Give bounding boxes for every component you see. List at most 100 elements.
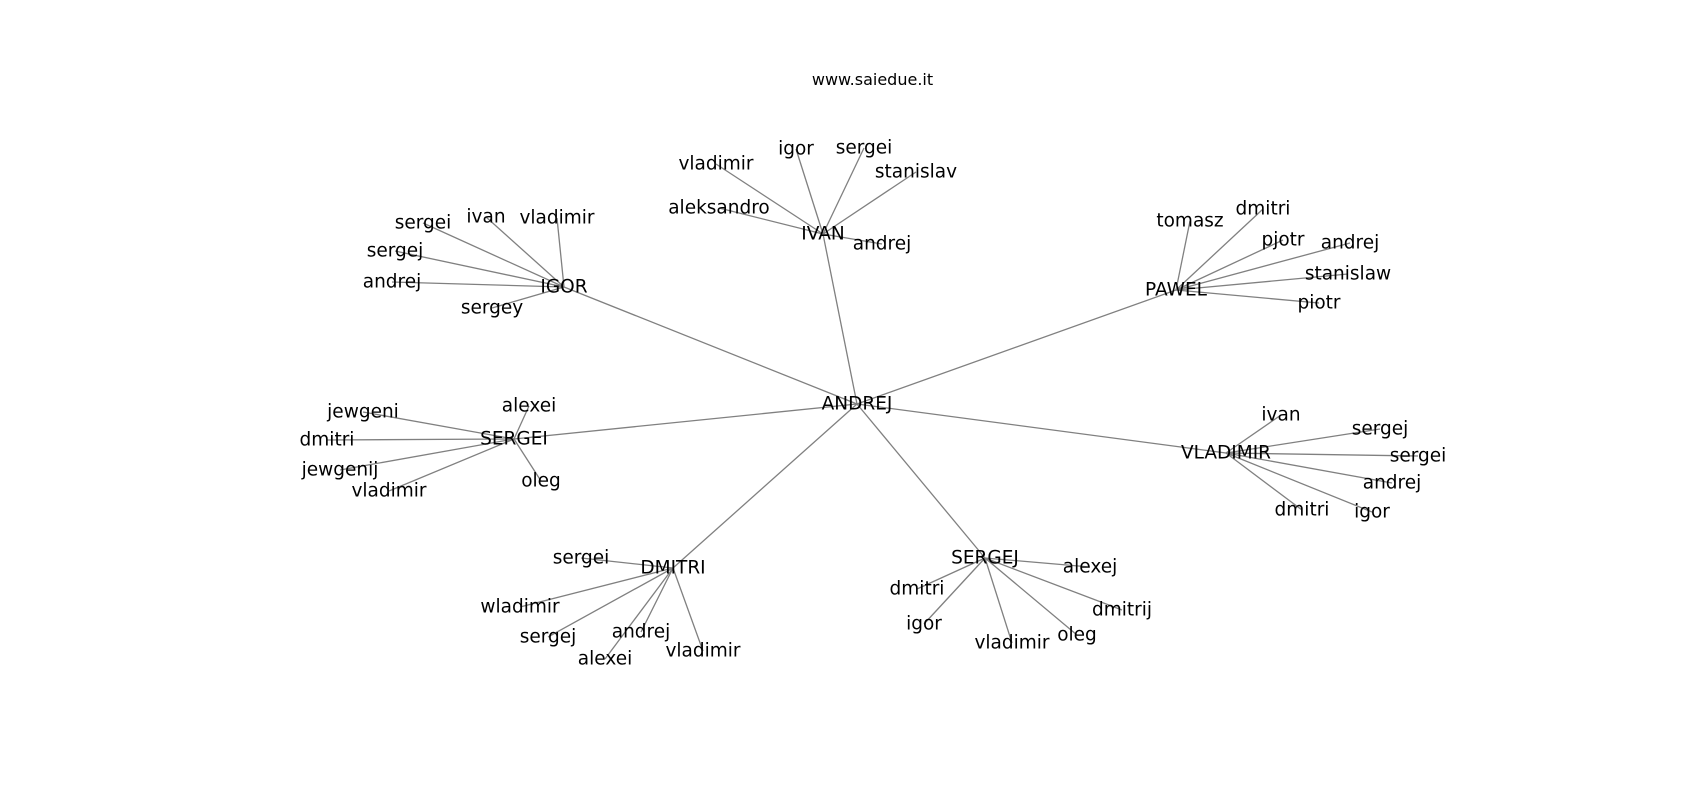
leaf-node-label: alexei bbox=[502, 396, 556, 417]
leaf-node-label: ivan bbox=[466, 207, 505, 228]
edge-hub-leaf bbox=[916, 557, 986, 590]
edge-hub-leaf bbox=[718, 207, 824, 235]
edge-hub-leaf bbox=[672, 567, 704, 652]
leaf-node-label: sergei bbox=[1390, 446, 1447, 467]
edge-root-hub bbox=[856, 403, 1227, 454]
edge-hub-leaf bbox=[923, 557, 986, 625]
edge-hub-leaf bbox=[547, 567, 674, 638]
leaf-node-label: dmitri bbox=[300, 430, 355, 451]
graph-labels: ANDREJ IVAN vladimir igor sergei stanislav ale… bbox=[300, 138, 1447, 670]
page-title[interactable]: www.saiedue.it bbox=[811, 70, 934, 89]
leaf-node-label: stanislaw bbox=[1305, 264, 1391, 285]
edge-hub-leaf bbox=[339, 438, 515, 471]
edge-hub-leaf bbox=[513, 438, 542, 482]
leaf-node-label: andrej bbox=[1321, 233, 1380, 254]
leaf-node-label: ivan bbox=[1261, 405, 1300, 426]
hub-node-label: VLADIMIR bbox=[1181, 443, 1271, 464]
leaf-node-label: pjotr bbox=[1261, 230, 1304, 251]
leaf-node-label: dmitri bbox=[1236, 199, 1291, 220]
edge-hub-leaf bbox=[519, 567, 674, 608]
edge-hub-leaf bbox=[984, 557, 1078, 636]
edge-hub-leaf bbox=[1225, 452, 1303, 511]
edge-hub-leaf bbox=[1175, 208, 1264, 291]
edge-hub-leaf bbox=[984, 557, 1091, 568]
leaf-node-label: dmitri bbox=[1275, 500, 1330, 521]
leaf-node-label: sergey bbox=[461, 298, 523, 319]
leaf-node-label: vladimir bbox=[974, 633, 1049, 654]
edge-hub-leaf bbox=[1225, 452, 1393, 484]
leaf-node-label: dmitri bbox=[890, 579, 945, 600]
edge-hub-leaf bbox=[326, 438, 515, 441]
root-node-label: ANDREJ bbox=[822, 394, 893, 415]
leaf-node-label: andrej bbox=[363, 272, 422, 293]
edge-hub-leaf bbox=[984, 557, 1013, 644]
leaf-node-label: sergej bbox=[520, 627, 577, 648]
leaf-node-label: andrej bbox=[612, 622, 671, 643]
hub-node-label: IGOR bbox=[540, 277, 587, 298]
leaf-node-label: oleg bbox=[1057, 625, 1097, 646]
edge-hub-leaf bbox=[604, 567, 674, 660]
edge-hub-leaf bbox=[1175, 273, 1349, 291]
edge-hub-leaf bbox=[362, 411, 515, 440]
edge-hub-leaf bbox=[795, 148, 824, 235]
hub-node-label: SERGEI bbox=[480, 429, 548, 450]
leaf-node-label: sergei bbox=[395, 213, 452, 234]
edge-root-hub bbox=[563, 286, 858, 405]
edge-root-hub bbox=[672, 403, 858, 569]
leaf-node-label: stanislav bbox=[875, 162, 957, 183]
edge-root-hub bbox=[856, 403, 986, 559]
edge-hub-leaf bbox=[1175, 220, 1191, 291]
leaf-node-label: aleksandro bbox=[668, 198, 770, 219]
leaf-node-label: oleg bbox=[521, 471, 561, 492]
leaf-node-label: vladimir bbox=[519, 208, 594, 229]
hub-node-label: PAWEL bbox=[1145, 280, 1208, 301]
leaf-node-label: sergej bbox=[1352, 419, 1409, 440]
hub-node-label: SERGEJ bbox=[951, 548, 1019, 569]
leaf-node-label: jewgeni bbox=[326, 402, 399, 423]
leaf-node-label: sergei bbox=[553, 548, 610, 569]
leaf-node-label: sergej bbox=[367, 241, 424, 262]
edge-hub-leaf bbox=[822, 233, 883, 245]
leaf-node-label: vladimir bbox=[678, 154, 753, 175]
leaf-node-label: alexej bbox=[1063, 557, 1117, 578]
edge-hub-leaf bbox=[388, 438, 515, 492]
leaf-node-label: igor bbox=[778, 139, 814, 160]
edge-hub-leaf bbox=[391, 281, 565, 288]
edge-root-hub bbox=[856, 289, 1177, 405]
leaf-node-label: vladimir bbox=[665, 641, 740, 662]
leaf-node-label: wladimir bbox=[480, 597, 560, 618]
edge-hub-leaf bbox=[513, 405, 530, 440]
leaf-node-label: igor bbox=[1354, 502, 1390, 523]
edge-hub-leaf bbox=[822, 171, 917, 235]
graph-edges bbox=[326, 147, 1419, 660]
leaf-node-label: andrej bbox=[853, 234, 912, 255]
edge-hub-leaf bbox=[1175, 239, 1284, 291]
edge-hub-leaf bbox=[1225, 452, 1373, 513]
hub-node-label: DMITRI bbox=[640, 558, 705, 579]
leaf-node-label: vladimir bbox=[351, 481, 426, 502]
leaf-node-label: jewgenij bbox=[301, 460, 379, 481]
edge-hub-leaf bbox=[491, 286, 565, 309]
edge-hub-leaf bbox=[394, 250, 565, 288]
leaf-node-label: sergei bbox=[836, 138, 893, 159]
edge-hub-leaf bbox=[580, 557, 674, 569]
leaf-node-label: dmitrij bbox=[1092, 600, 1152, 621]
edge-root-hub bbox=[822, 233, 858, 405]
edge-hub-leaf bbox=[1175, 289, 1320, 304]
leaf-node-label: tomasz bbox=[1156, 211, 1223, 232]
leaf-node-label: piotr bbox=[1297, 293, 1340, 314]
leaf-node-label: igor bbox=[906, 614, 942, 635]
edge-hub-leaf bbox=[1225, 452, 1419, 457]
hub-node-label: IVAN bbox=[801, 224, 844, 245]
leaf-node-label: andrej bbox=[1363, 473, 1422, 494]
edge-hub-leaf bbox=[640, 567, 674, 633]
edge-hub-leaf bbox=[1225, 428, 1381, 454]
edge-hub-leaf bbox=[715, 163, 824, 235]
edge-hub-leaf bbox=[822, 147, 865, 235]
leaf-node-label: alexei bbox=[578, 649, 632, 670]
edge-hub-leaf bbox=[1225, 414, 1282, 454]
edge-root-hub bbox=[513, 403, 858, 440]
edge-hub-leaf bbox=[984, 557, 1123, 611]
edge-hub-leaf bbox=[422, 222, 565, 288]
